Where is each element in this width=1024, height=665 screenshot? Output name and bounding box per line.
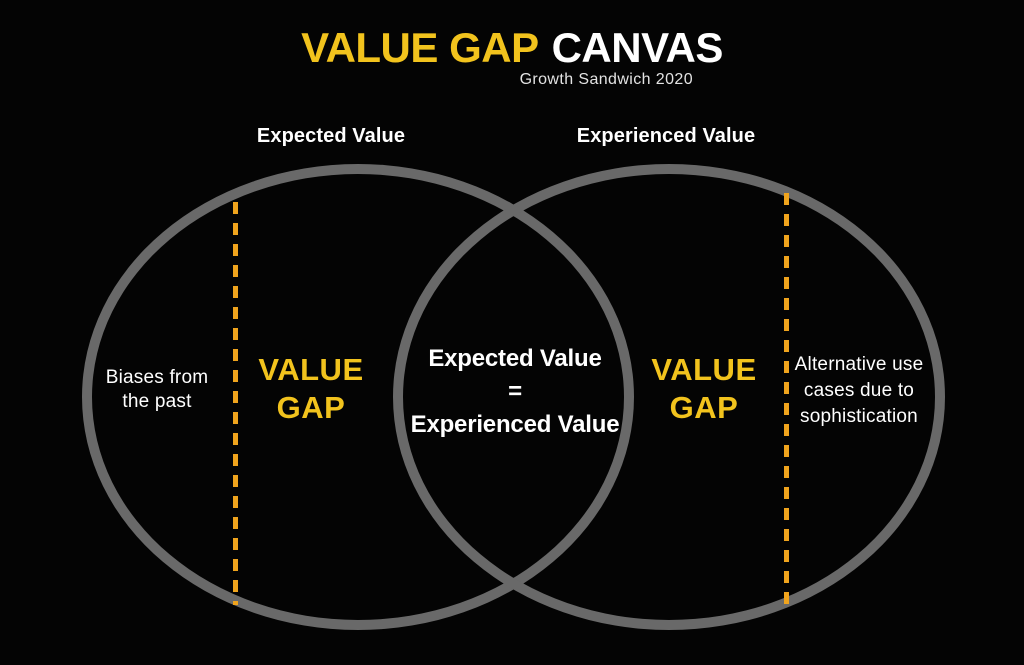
- right-value-gap-label: VALUE GAP: [619, 351, 789, 427]
- title-subtitle: Growth Sandwich 2020: [519, 71, 693, 88]
- note-line: Alternative use: [794, 354, 924, 375]
- note-line: Biases from: [105, 367, 209, 388]
- right-circle-label: Experienced Value: [576, 125, 756, 147]
- center-line: Expected Value: [428, 345, 602, 372]
- right-dashed-divider: [784, 193, 789, 608]
- center-line: Experienced Value: [410, 411, 620, 438]
- center-line: =: [508, 378, 522, 405]
- title-secondary: CANVAS: [551, 24, 724, 71]
- page-title: VALUE GAP CANVAS: [0, 26, 1024, 70]
- left-circle-label: Expected Value: [256, 125, 406, 147]
- intersection-label: Expected Value = Experienced Value: [405, 342, 625, 441]
- gap-line: VALUE: [258, 352, 364, 387]
- gap-line: GAP: [276, 390, 346, 425]
- note-line: cases due to: [803, 380, 915, 401]
- title-primary: VALUE GAP: [301, 24, 539, 71]
- gap-line: VALUE: [651, 352, 757, 387]
- gap-line: GAP: [669, 390, 739, 425]
- left-value-gap-label: VALUE GAP: [226, 351, 396, 427]
- right-outside-note: Alternative use cases due to sophisticat…: [779, 352, 939, 430]
- right-circle: [393, 164, 945, 630]
- left-dashed-divider: [233, 202, 238, 605]
- note-line: sophistication: [800, 406, 918, 427]
- note-line: the past: [122, 391, 192, 412]
- left-outside-note: Biases from the past: [67, 366, 247, 414]
